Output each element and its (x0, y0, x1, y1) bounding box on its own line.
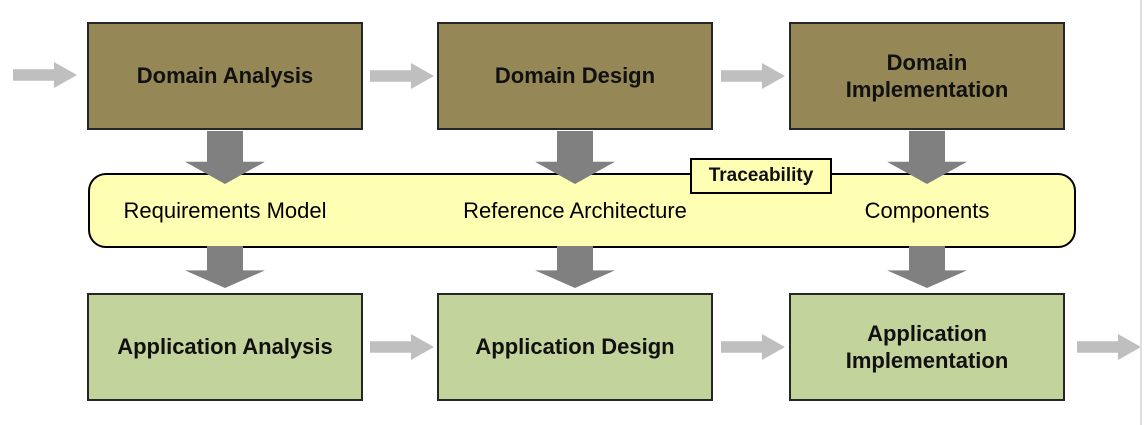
right-arrow-icon (370, 334, 434, 360)
traceability-label: Traceability (690, 158, 832, 194)
right-arrow-icon (721, 334, 785, 360)
box-application-analysis: Application Analysis (87, 293, 363, 401)
down-arrow-icon (185, 246, 265, 288)
box-label: Domain Analysis (136, 63, 314, 89)
right-arrow-icon (721, 63, 785, 89)
down-arrow-icon (887, 246, 967, 288)
box-label: Domain Implementation (845, 49, 1009, 103)
flow-out-right-arrow-icon (1077, 334, 1141, 360)
artifact-requirements-model: Requirements Model (123, 197, 327, 223)
box-label: Application Analysis (117, 334, 333, 360)
box-label: Application Design (475, 334, 675, 360)
box-label: Application Implementation (845, 320, 1009, 374)
box-label: Domain Design (494, 63, 656, 89)
box-application-implementation: Application Implementation (789, 293, 1065, 401)
box-domain-analysis: Domain Analysis (87, 22, 363, 130)
page-edge-divider (1140, 0, 1142, 425)
down-arrow-icon (535, 246, 615, 288)
artifact-reference-architecture: Reference Architecture (463, 197, 687, 223)
artifact-components: Components (864, 197, 990, 223)
box-application-design: Application Design (437, 293, 713, 401)
flow-in-right-arrow-icon (13, 62, 77, 88)
box-domain-implementation: Domain Implementation (789, 22, 1065, 130)
box-domain-design: Domain Design (437, 22, 713, 130)
right-arrow-icon (370, 63, 434, 89)
